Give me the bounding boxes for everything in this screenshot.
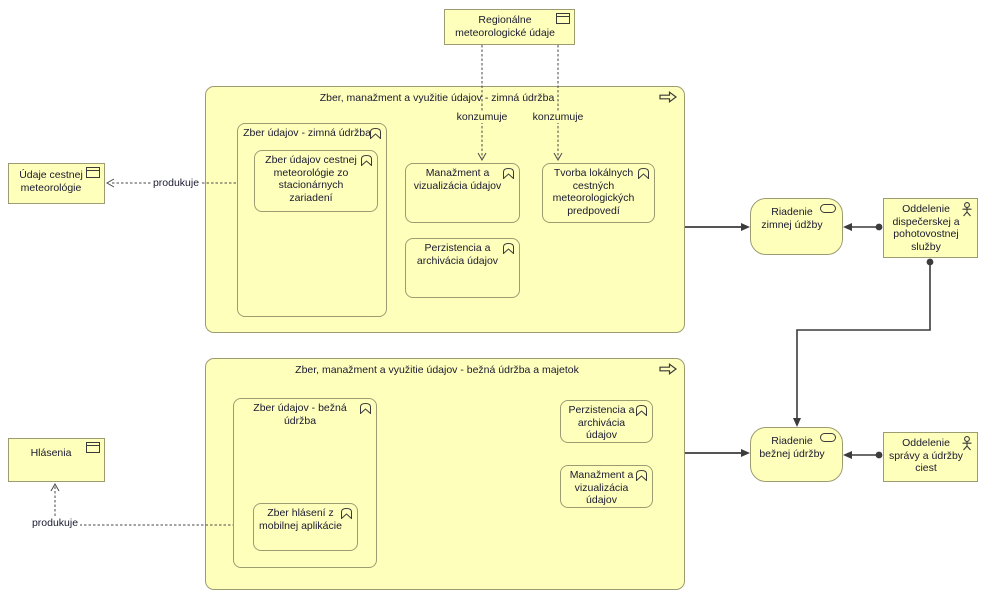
edge-label-produkuje-1: produkuje <box>150 177 202 189</box>
assignment-ball-icon <box>875 451 883 459</box>
function-icon <box>340 507 353 520</box>
node-udaje-cestnej-meteorologie[interactable]: Údaje cestnej meteorológie <box>8 163 105 204</box>
edge-label-konzumuje-2: konzumuje <box>530 111 586 123</box>
function-icon <box>369 127 382 140</box>
arrowhead-up-icon <box>50 482 60 492</box>
edge-label-produkuje-2: produkuje <box>29 517 81 529</box>
node-tvorba-predpovedi[interactable]: Tvorba lokálnych cestných meteorologický… <box>542 163 655 223</box>
function-icon <box>502 167 515 180</box>
container-title: Zber, manažment a využitie údajov - zimn… <box>319 92 555 104</box>
business-object-icon <box>86 442 100 453</box>
arrowhead-right-icon <box>741 449 750 457</box>
node-oddelenie-dispecerskej[interactable]: Oddelenie dispečerskej a pohotovostnej s… <box>883 198 978 258</box>
function-icon <box>360 154 373 167</box>
arrowhead-left-icon <box>843 451 852 459</box>
node-zber-udajov-stacionarne[interactable]: Zber údajov cestnej meteorológie zo stac… <box>254 150 378 212</box>
relation-assignment-dispecerska-bezna <box>796 263 931 418</box>
node-riadenie-zimnej-udrzby[interactable]: Riadenie zimnej údžby <box>750 198 843 255</box>
node-zber-hlaseni-mobilna[interactable]: Zber hlásení z mobilnej aplikácie <box>253 503 358 551</box>
node-manazment-vizualizacia-bezna[interactable]: Manažment a vizualizácia údajov <box>560 465 653 508</box>
function-icon <box>635 404 648 417</box>
function-icon <box>635 469 648 482</box>
node-riadenie-beznej-udrzby[interactable]: Riadenie bežnej údržby <box>750 427 843 482</box>
function-icon <box>502 242 515 255</box>
node-perzistencia-archivacia-zimna[interactable]: Perzistencia a archivácia údajov <box>405 238 520 298</box>
function-icon <box>359 402 372 415</box>
business-process-icon <box>659 91 678 103</box>
business-actor-icon <box>961 436 973 451</box>
business-service-icon <box>820 204 836 213</box>
business-object-icon <box>556 13 570 24</box>
arrowhead-right-icon <box>741 223 750 231</box>
edge-label-konzumuje-1: konzumuje <box>454 111 510 123</box>
assignment-ball-icon <box>926 258 934 266</box>
business-object-icon <box>86 167 100 178</box>
node-hlasenia[interactable]: Hlásenia <box>8 438 105 482</box>
node-regionalne-meteorologicke-udaje[interactable]: Regionálne meteorologické údaje <box>444 9 575 45</box>
business-process-icon <box>659 363 678 375</box>
container-title: Zber, manažment a využitie údajov - bežn… <box>295 364 579 376</box>
business-actor-icon <box>961 202 973 217</box>
function-icon <box>637 167 650 180</box>
node-manazment-vizualizacia-zimna[interactable]: Manažment a vizualizácia údajov <box>405 163 520 223</box>
arrowhead-down-icon <box>793 418 801 427</box>
assignment-ball-icon <box>875 223 883 231</box>
node-oddelenie-spravy[interactable]: Oddelenie správy a údržby ciest <box>883 432 978 482</box>
business-service-icon <box>820 433 836 442</box>
arrowhead-left-icon <box>843 223 852 231</box>
node-perzistencia-archivacia-bezna[interactable]: Perzistencia a archivácia údajov <box>560 400 653 443</box>
arrowhead-left-icon <box>105 178 115 188</box>
